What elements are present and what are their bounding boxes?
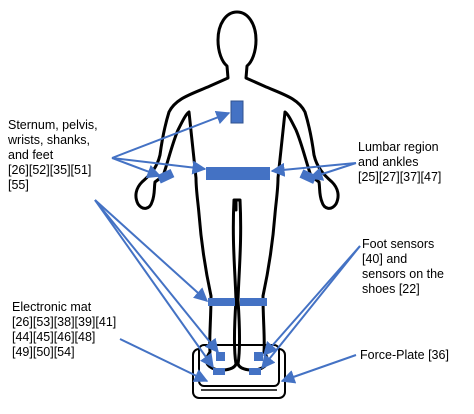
arrow-to-sternum: [111, 110, 231, 159]
arrow-to-pelvis: [111, 157, 207, 175]
label-lumbar-ankles: Lumbar region and ankles [25][27][37][47…: [358, 140, 442, 184]
label-force-plate: Force-Plate [36]: [360, 348, 449, 362]
pelvis-band: [206, 167, 270, 180]
left-ankle-sensor: [216, 352, 225, 361]
left-foot-sensor: [213, 368, 225, 375]
arrow-to-force-plate: [280, 354, 357, 384]
label-electronic-mat: Electronic mat [26][53][38][39][41] [44]…: [12, 300, 117, 359]
arrow-to-right-ankle: [263, 245, 361, 357]
label-sternum-pelvis: Sternum, pelvis, wrists, shanks, and fee…: [8, 118, 98, 192]
arrow-to-lumbar-wrist: [308, 162, 357, 181]
arrow-to-mat: [119, 338, 209, 382]
label-foot-sensors: Foot sensors [40] and sensors on the sho…: [362, 237, 444, 296]
human-silhouette: [134, 10, 340, 372]
arrow-to-ankle: [94, 199, 219, 354]
sensors: [156, 100, 317, 375]
annotation-arrows: [94, 110, 361, 384]
arrow-to-foot: [94, 199, 214, 369]
sternum-sensor: [230, 100, 244, 124]
arrow-to-wrist: [111, 157, 162, 179]
arrow-to-shank: [94, 199, 209, 302]
right-ankle-sensor: [254, 352, 263, 361]
arrow-to-right-foot: [261, 245, 361, 370]
head-outline: [134, 10, 340, 372]
right-shank-band: [240, 298, 267, 306]
left-wrist-sensor: [156, 168, 175, 184]
right-foot-sensor: [249, 368, 261, 375]
arrow-to-lumbar-pelvis: [270, 162, 357, 177]
left-shank-band: [208, 298, 235, 306]
